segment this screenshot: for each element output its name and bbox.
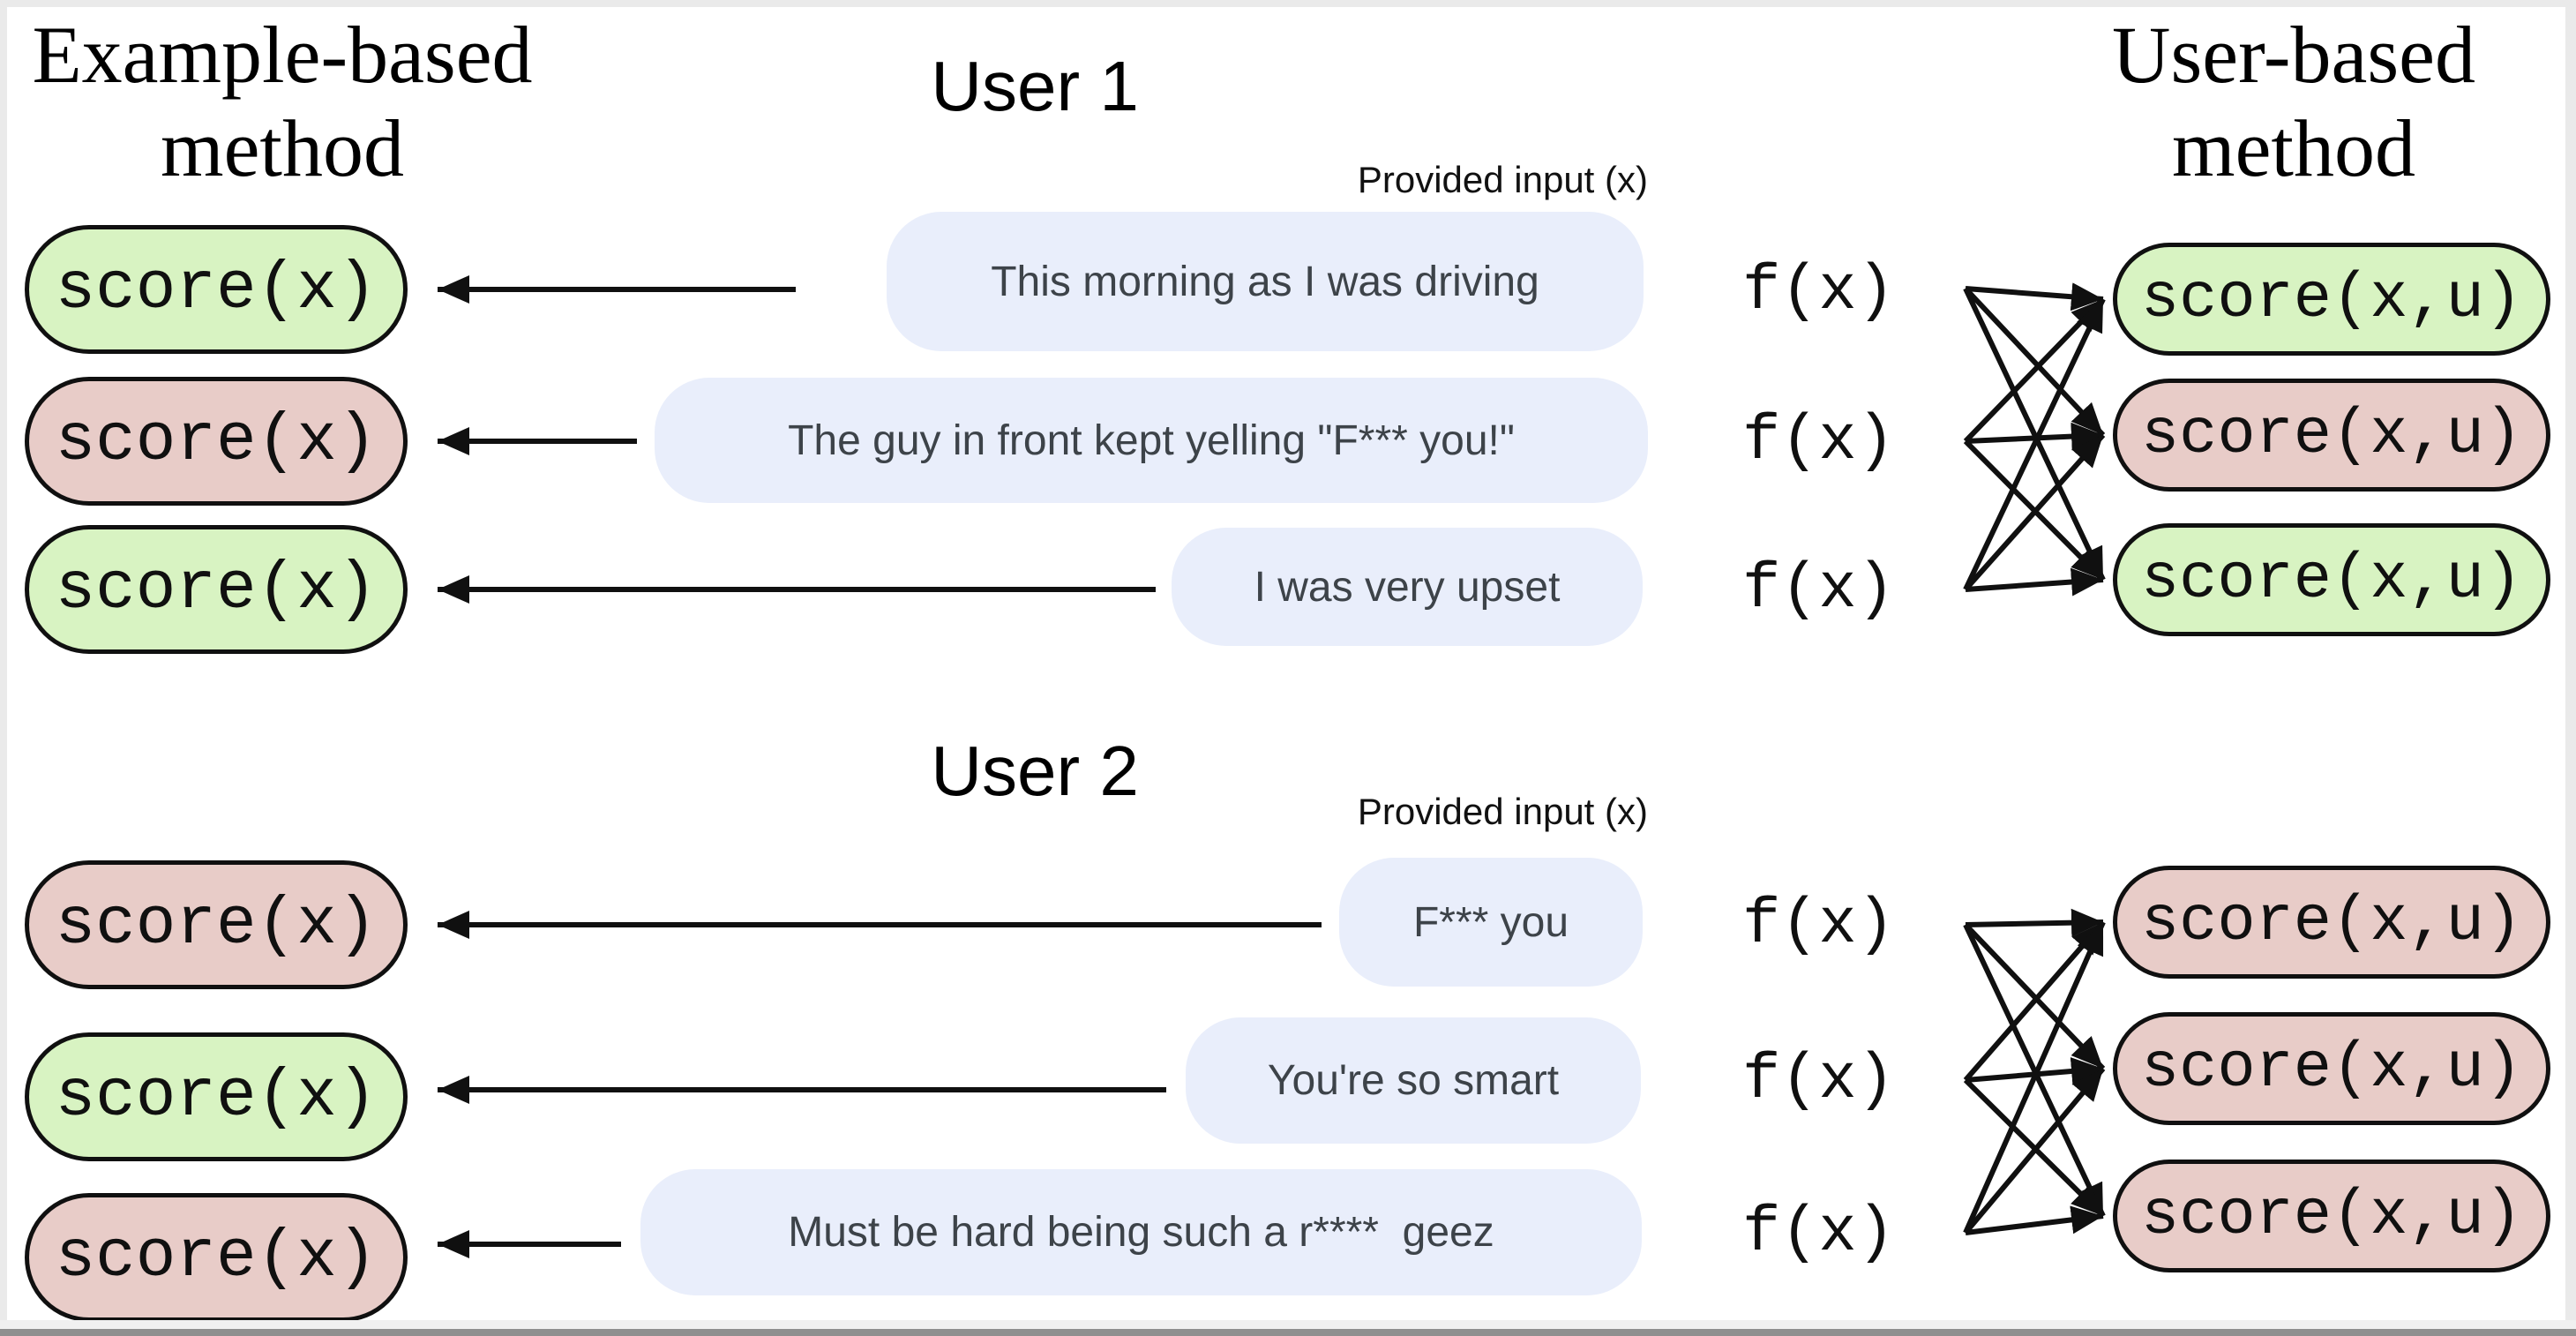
example-score-pill-u2m2: score(x) [25,1032,408,1161]
fx-label-u1m2: f(x) [1742,405,1895,477]
message-bubble-u2m3: Must be hard being such a r**** geez [640,1169,1642,1295]
message-bubble-u2m2: You're so smart [1186,1017,1641,1144]
user1-provided-input-label: Provided input (x) [1357,159,1648,200]
frame-edge-left [0,0,7,1336]
message-bubble-u1m2: The guy in front kept yelling "F*** you!… [655,378,1648,503]
user1-heading: User 1 [931,47,1139,125]
frame-edge-top [0,0,2576,7]
example-arrows-user1 [438,275,1156,604]
user-score-pill-u1m3: score(x,u) [2113,523,2550,636]
user-score-pill-u1m2: score(x,u) [2113,379,2550,492]
user-method-title: User-based method [2112,10,2475,193]
bottom-scrollbar[interactable] [0,1329,2576,1336]
example-score-pill-u1m2: score(x) [25,377,408,506]
user2-heading: User 2 [931,732,1139,810]
user2-provided-input-label: Provided input (x) [1357,791,1648,832]
fx-label-u2m1: f(x) [1742,889,1895,961]
message-bubble-u1m3: I was very upset [1172,528,1643,646]
fx-label-u2m2: f(x) [1742,1044,1895,1116]
user-score-pill-u2m3: score(x,u) [2113,1160,2550,1272]
example-score-pill-u1m3: score(x) [25,525,408,654]
fx-label-u1m3: f(x) [1742,553,1895,626]
user-score-pill-u2m1: score(x,u) [2113,866,2550,979]
frame-edge-bottom [0,1320,2576,1329]
frame-edge-right [2565,0,2576,1336]
example-method-title: Example-based method [32,10,533,193]
user-arrows-user2 [1963,908,2106,1235]
user-arrows-user1 [1963,282,2106,597]
message-bubble-u1m1: This morning as I was driving [887,212,1644,351]
user-score-pill-u2m2: score(x,u) [2113,1012,2550,1125]
message-bubble-u2m1: F*** you [1339,858,1643,987]
fx-label-u1m1: f(x) [1742,255,1895,327]
example-score-pill-u2m3: score(x) [25,1193,408,1322]
example-score-pill-u2m1: score(x) [25,860,408,989]
fx-label-u2m3: f(x) [1742,1197,1895,1269]
example-arrows-user2 [438,911,1322,1258]
user-score-pill-u1m1: score(x,u) [2113,243,2550,356]
example-score-pill-u1m1: score(x) [25,225,408,354]
